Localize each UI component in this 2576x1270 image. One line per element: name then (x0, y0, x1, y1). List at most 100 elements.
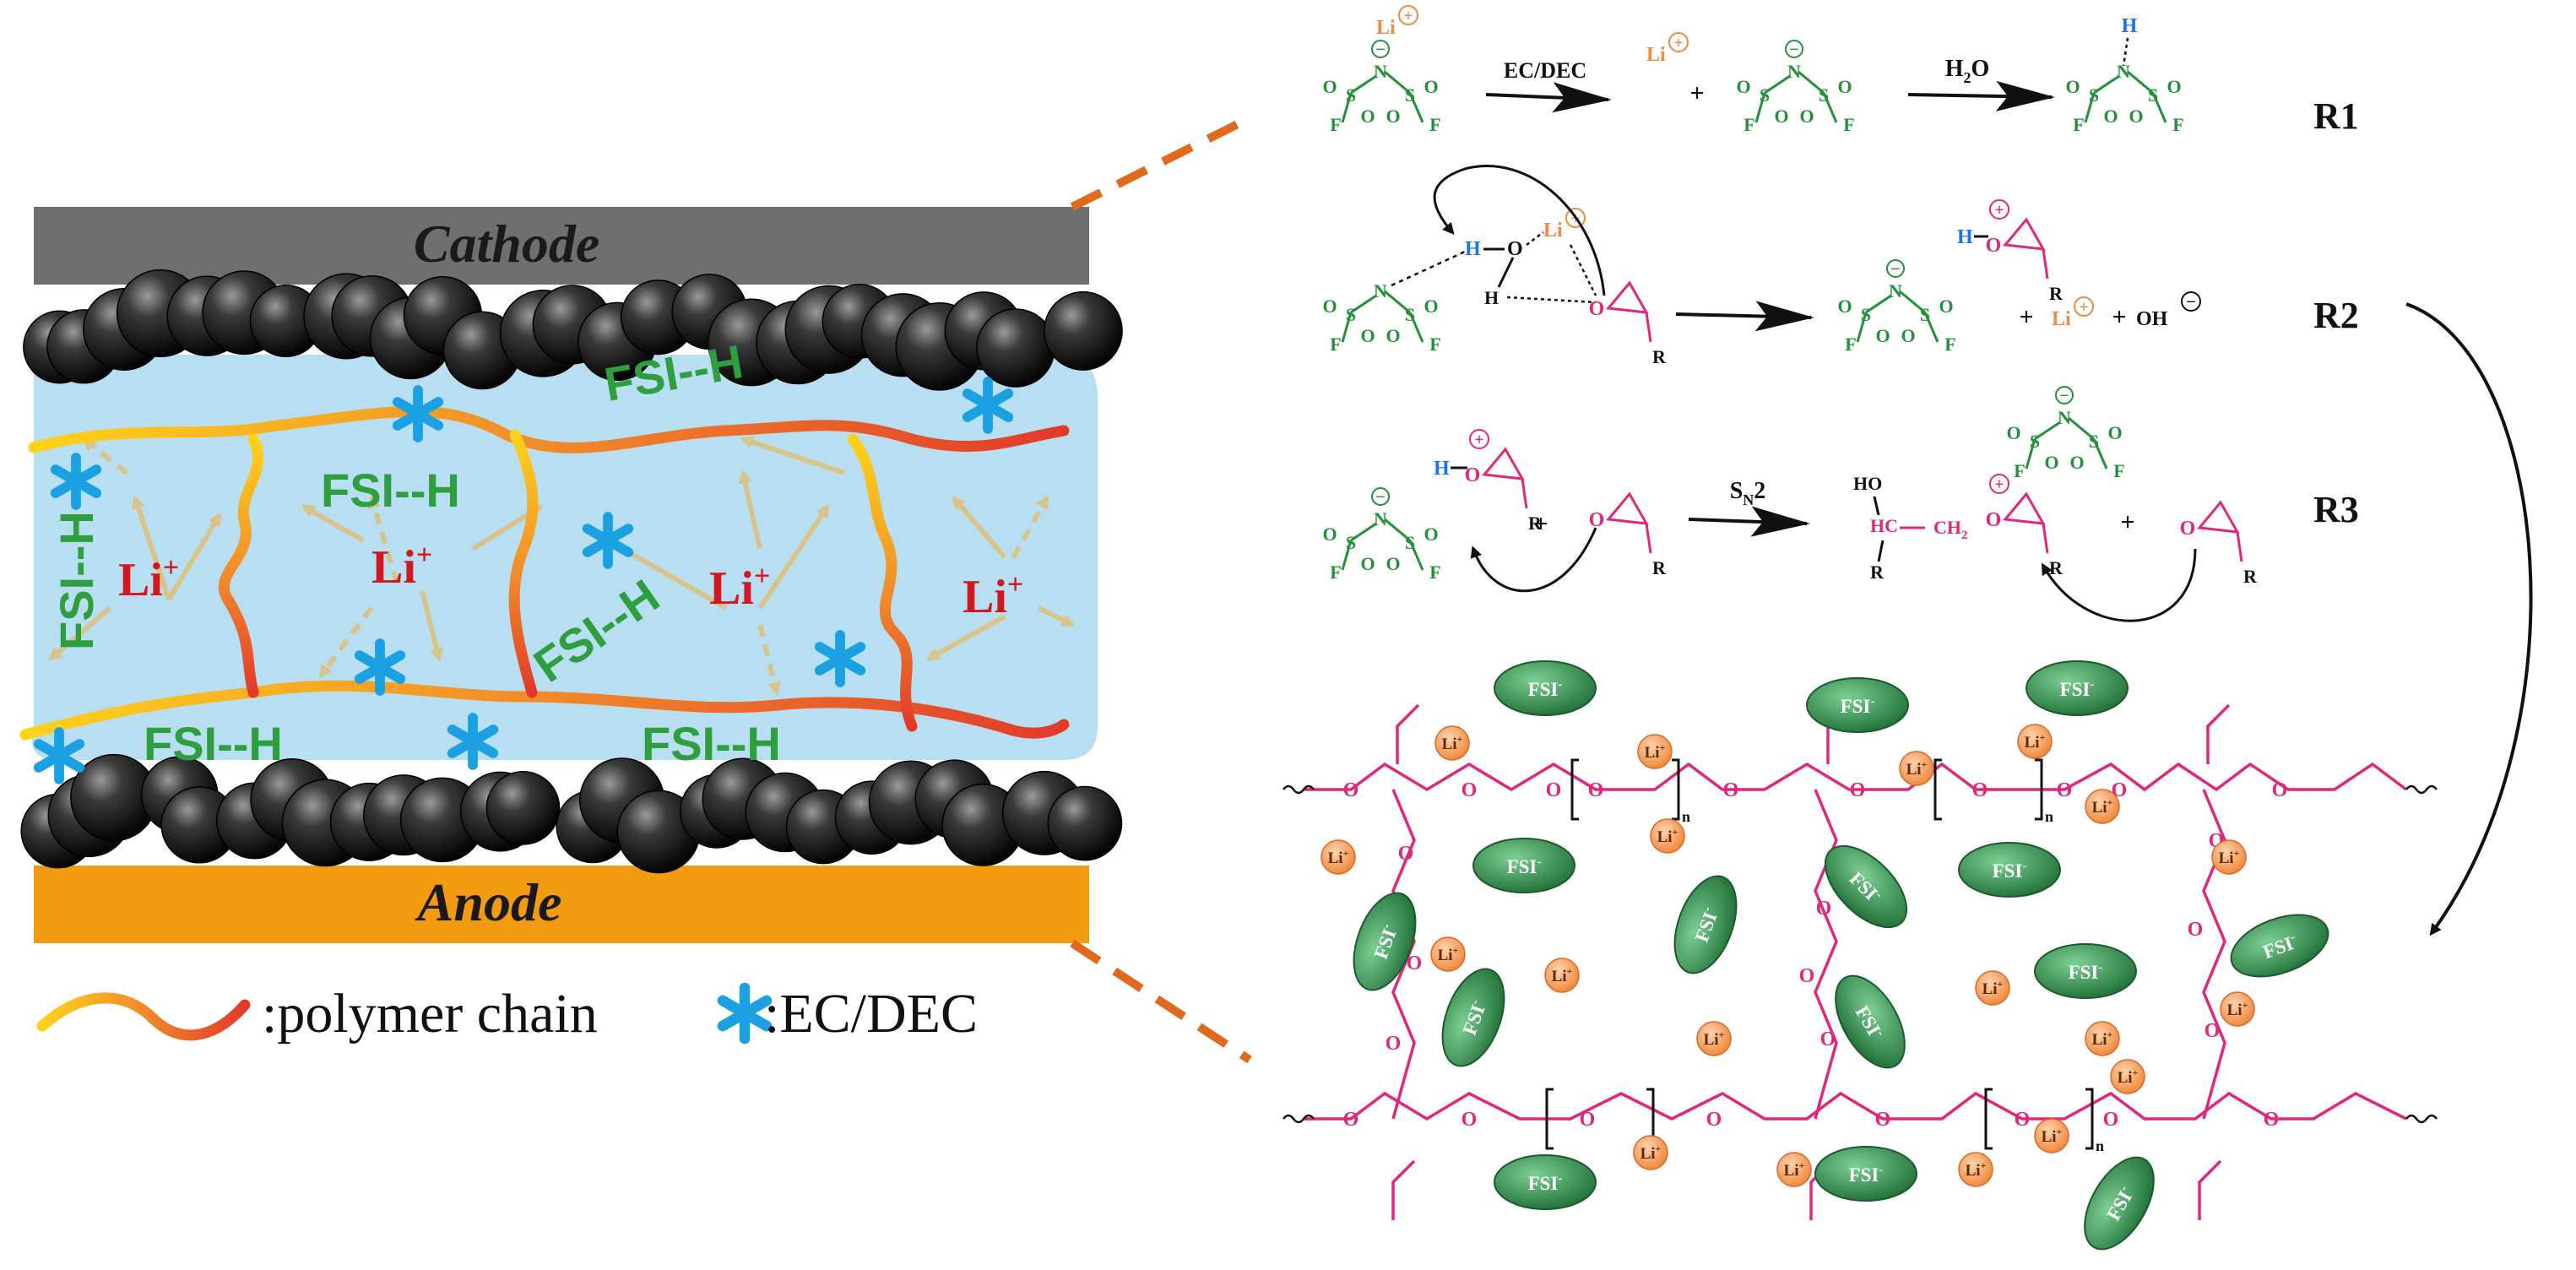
sulfur-atom: S (1920, 304, 1930, 325)
fluorine-atom: F (1330, 334, 1341, 355)
ether-oxygen: O (2188, 919, 2204, 941)
chem-bond (1341, 312, 1353, 343)
li-ion-bubble-shape (1544, 958, 1580, 993)
ether-oxygen: O (1398, 843, 1414, 865)
oxygen-atom: O (1901, 325, 1915, 346)
solvent-star-icon (392, 385, 444, 442)
chain-end-wavy (2405, 1114, 2438, 1124)
chem-bond (1350, 294, 1377, 314)
substituent-r: R (2049, 283, 2064, 304)
fsi-anion-ellipse: FSI- (1673, 875, 1738, 974)
ether-oxygen: O (2057, 779, 2073, 801)
chem-bond (1384, 290, 1411, 314)
ether-oxygen: O (1386, 1033, 1402, 1055)
lithium-symbol: Li (2052, 308, 2071, 330)
nitrogen-atom: N (1374, 508, 1387, 529)
oxygen-atom: O (1875, 325, 1890, 346)
chem-bond (2151, 92, 2167, 123)
chem-bond (1521, 478, 1528, 509)
negative-charge-sign: − (1890, 260, 1900, 279)
li-ion-bubble: Li+ (2017, 724, 2053, 759)
cathode-label: Cathode (414, 214, 599, 274)
chem-bond (2084, 92, 2096, 123)
chain-end-wavy (1283, 1114, 1315, 1124)
fsi-anion-ellipse-shape (1806, 677, 1909, 733)
negative-charge-sign: − (1375, 41, 1385, 59)
nitrogen-atom: N (1787, 61, 1801, 82)
fsi-anion-ellipse-shape (1353, 892, 1417, 991)
li-ion-bubble: Li+ (1696, 1021, 1732, 1056)
ether-oxygen: O (1580, 1109, 1596, 1131)
network-backbone-top (1304, 762, 2408, 792)
solvent-molecules (33, 377, 1014, 784)
fsi-h-label-left-vertical: FSI--H (50, 511, 103, 650)
fsi-anion-ellipse: FSI- (1835, 974, 1906, 1069)
solvent-star-icon (582, 512, 634, 569)
li-ion-bubble: Li+ (2085, 789, 2120, 824)
ether-oxygen: O (2015, 1109, 2031, 1131)
negative-charge-sign: − (1789, 41, 1798, 59)
li-ion-bubble-shape (1637, 734, 1673, 769)
li-ion-bubble: Li+ (1633, 1135, 1668, 1170)
r3-next-epoxide: OR (2180, 500, 2258, 587)
fsi-anion-ellipse: FSI- (2084, 1156, 2155, 1251)
solvent-star-icon (50, 453, 102, 510)
li-ion-bubble: Li+ (1975, 970, 2010, 1006)
fsi-anion-ellipse-shape (1472, 838, 1575, 893)
ether-oxygen: O (1546, 779, 1562, 801)
li-ion-bubble-label: Li+ (1438, 944, 1459, 964)
positive-charge-circle (1989, 199, 2009, 220)
r3-propagating-epoxide: OR (1986, 491, 2064, 578)
chem-bond (1645, 312, 1652, 343)
li-ion-bubble: Li+ (2085, 1021, 2120, 1056)
hydrogen-bond (1391, 250, 1466, 287)
lithium-symbol: Li (1543, 220, 1563, 242)
fsi-h-label-top-mid: FSI--H (321, 464, 460, 517)
solvent-star-icon (447, 713, 499, 770)
substituent-r: R (1528, 513, 1543, 534)
li-ion-label-1: Li+ (118, 552, 179, 606)
li-ion-bubble-label: Li+ (2025, 731, 2046, 752)
legend: :polymer chain :EC/DEC (36, 982, 978, 1045)
repeat-count-n: n (2045, 808, 2053, 825)
sulfur-atom: S (2148, 84, 2158, 106)
li-ion-bubble-label: Li+ (2092, 1028, 2113, 1049)
substituent-r: R (1870, 562, 1885, 583)
chem-bond (2034, 421, 2061, 441)
r3-plus-sign-2: + (2120, 508, 2134, 536)
li-ion-label-3: Li+ (709, 561, 770, 615)
oxygen-atom: O (1837, 76, 1852, 97)
positive-charge-circle (1668, 32, 1689, 52)
li-ion-bubble-label: Li+ (1645, 741, 1666, 762)
negative-charge-circle (2055, 386, 2074, 404)
sulfur-atom: S (1405, 532, 1415, 553)
chem-bond (2042, 523, 2049, 554)
network-ethyl-branch (1396, 703, 1420, 764)
ether-oxygen: O (1407, 952, 1423, 974)
legend-solvent-star-icon (717, 982, 773, 1045)
r2-lithium-coordinated: Li+ (1543, 208, 1586, 242)
li-ion-bubble: Li+ (2211, 839, 2247, 875)
li-ion-bubble: Li+ (1650, 818, 1685, 854)
li-ion-bubble-shape (1776, 1152, 1812, 1187)
fsi-anion-ellipse: FSI- (1814, 1146, 1917, 1202)
li-ion-bubble: Li+ (1899, 751, 1934, 786)
li-ion-bubble: Li+ (2220, 991, 2255, 1027)
arrow-r1-h2o (1907, 80, 2055, 111)
fsi-anion-ellipse: FSI- (1441, 968, 1505, 1067)
oxygen-atom: O (1986, 235, 2002, 257)
li-ion-bubble-label: Li+ (1442, 733, 1463, 753)
chem-bond (1350, 74, 1377, 95)
nitrogen-atom: N (1374, 61, 1387, 82)
sulfur-atom: S (1861, 304, 1871, 325)
oxygen-atom: O (1424, 76, 1438, 97)
anode-plate (34, 866, 1089, 943)
li-ion-bubble-shape (2017, 724, 2053, 759)
fsi-anion-ellipse-label: FSI- (1841, 695, 1875, 717)
lithium-symbol: Li (1646, 44, 1666, 66)
network-crosslink (1814, 789, 1838, 1120)
anode-particle-layer (20, 753, 1123, 874)
substituent-r: R (1652, 557, 1667, 578)
sulfur-atom: S (1346, 532, 1356, 553)
